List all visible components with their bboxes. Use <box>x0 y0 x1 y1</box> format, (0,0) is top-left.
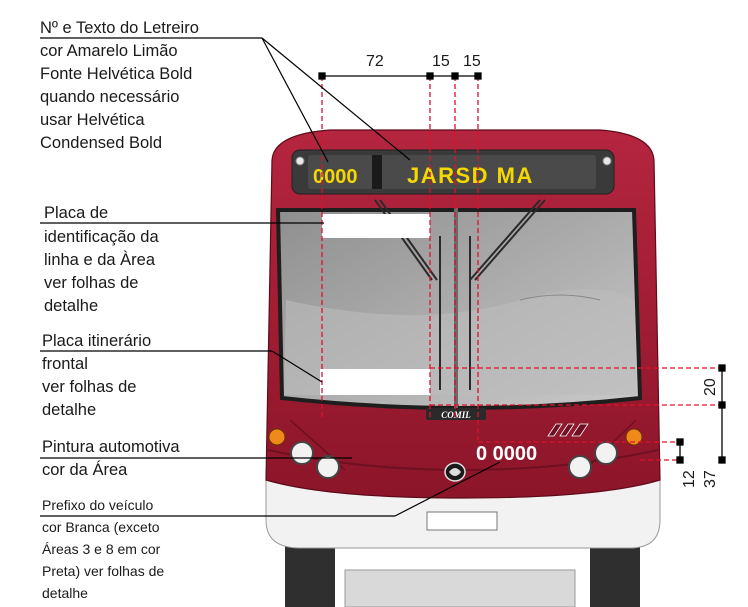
vehicle-prefix: 0 0000 <box>476 443 537 465</box>
label-letreiro-line: Nº e Texto do Letreiro <box>40 19 199 37</box>
decorative-stripes <box>547 423 589 437</box>
label-letreiro-line: cor Amarelo Limão <box>40 42 178 60</box>
dimension-lines <box>318 72 726 464</box>
label-placa-id-line: linha e da Àrea <box>44 250 156 269</box>
label-letreiro-line: usar Helvética <box>40 111 145 129</box>
label-pintura-line: cor da Área <box>42 460 128 479</box>
dim-15b: 15 <box>463 53 481 70</box>
dim-20: 20 <box>702 378 719 396</box>
label-placa-itinerario: Placa itinerário frontal ver folhas de d… <box>42 332 151 419</box>
label-placa-id-line: ver folhas de <box>44 274 138 292</box>
label-placa-itin-line: frontal <box>42 355 88 373</box>
dim-37: 37 <box>702 470 719 488</box>
brand-emblem <box>444 462 466 482</box>
label-pintura-line: Pintura automotiva <box>42 438 180 456</box>
dim-12: 12 <box>681 470 698 488</box>
label-placa-id-line: identificação da <box>44 228 159 246</box>
license-plate-frame <box>426 511 498 531</box>
label-prefixo-line: cor Branca (exceto <box>42 519 160 535</box>
label-prefixo-line: detalhe <box>42 585 88 601</box>
dim-72: 72 <box>366 53 384 70</box>
label-prefixo-line: Prefixo do veículo <box>42 497 153 513</box>
label-letreiro-line: quando necessário <box>40 88 179 106</box>
sign-text: JARSD MA <box>407 163 534 188</box>
bus-lower-structure <box>285 545 640 607</box>
label-placa-itin-line: Placa itinerário <box>42 332 151 350</box>
label-placa-identificacao: Placa de identificação da linha e da Àre… <box>44 204 159 315</box>
label-placa-id-line: Placa de <box>44 204 108 222</box>
line-identification-plate <box>322 214 430 238</box>
wipers <box>374 199 546 390</box>
marker-light-right <box>602 156 612 166</box>
label-letreiro-line: Condensed Bold <box>40 134 162 152</box>
label-letreiro-line: Fonte Helvética Bold <box>40 65 192 83</box>
label-letreiro: Nº e Texto do Letreiro cor Amarelo Limão… <box>40 19 199 152</box>
label-prefixo: Prefixo do veículo cor Branca (exceto Ár… <box>42 497 164 601</box>
sign-number: 0000 <box>313 166 358 188</box>
brand-badge: COMIL <box>441 410 471 420</box>
dim-15a: 15 <box>432 53 450 70</box>
label-prefixo-line: Áreas 3 e 8 em cor <box>42 541 161 557</box>
label-placa-itin-line: ver folhas de <box>42 378 136 396</box>
dimension-reference-lines <box>321 76 722 461</box>
marker-light-left <box>295 156 305 166</box>
label-prefixo-line: Preta) ver folhas de <box>42 563 164 579</box>
label-placa-itin-line: detalhe <box>42 401 96 419</box>
front-itinerary-plate <box>320 369 430 395</box>
label-pintura: Pintura automotiva cor da Área <box>42 438 180 479</box>
leader-lines <box>40 37 501 517</box>
label-placa-id-line: detalhe <box>44 297 98 315</box>
